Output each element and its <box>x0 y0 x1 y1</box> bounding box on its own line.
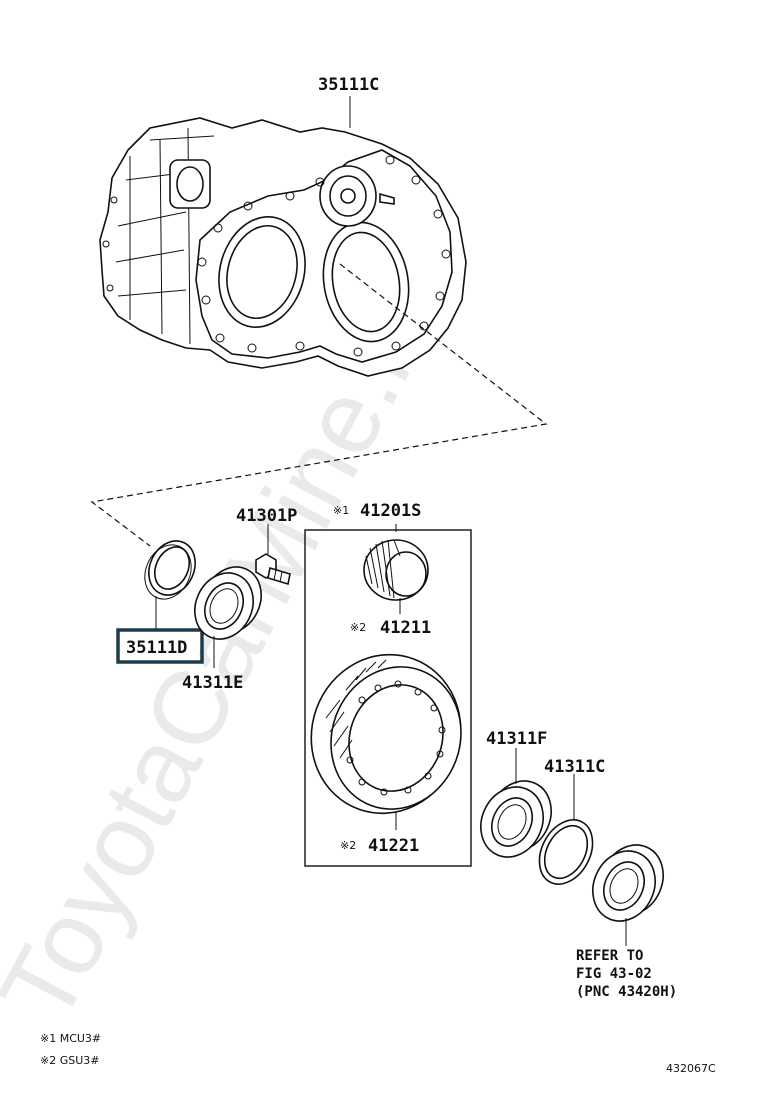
label-41311C[interactable]: 41311C <box>544 757 605 777</box>
label-41221[interactable]: 41221 <box>368 836 419 856</box>
shim[interactable] <box>529 811 603 894</box>
label-41311F[interactable]: 41311F <box>486 729 547 749</box>
footnote-2: ※2 GSU3# <box>40 1054 100 1067</box>
dashed-leader <box>90 263 548 547</box>
ring-gear[interactable] <box>289 634 483 835</box>
gear-kit-box <box>304 529 472 867</box>
transaxle-housing[interactable] <box>99 117 467 377</box>
figure-id: 432067C <box>666 1062 716 1075</box>
refer-line-2: FIG 43-02 <box>576 966 652 982</box>
label-41301P[interactable]: 41301P <box>236 506 297 526</box>
label-41201S[interactable]: 41201S <box>360 501 421 521</box>
label-41211[interactable]: 41211 <box>380 618 431 638</box>
label-41311E[interactable]: 41311E <box>182 673 243 693</box>
watermark-text: ToyotaCarMine.ru <box>0 262 466 1041</box>
highlight-box <box>116 628 204 664</box>
refer-line-3[interactable]: (PNC 43420H) <box>576 984 677 1000</box>
mark-gear-kit: ※1 <box>333 504 349 517</box>
drive-pinion[interactable] <box>363 539 429 601</box>
label-35111D[interactable]: 35111D <box>126 638 187 658</box>
mark-drive-pinion: ※2 <box>350 621 366 634</box>
label-35111C[interactable]: 35111C <box>318 75 379 95</box>
bearing-right[interactable] <box>470 771 563 868</box>
refer-line-1: REFER TO <box>576 948 643 964</box>
plug[interactable] <box>255 553 291 586</box>
referenced-bearing[interactable] <box>582 835 675 932</box>
bearing-left[interactable] <box>184 557 271 648</box>
mark-ring-gear: ※2 <box>340 839 356 852</box>
footnote-1: ※1 MCU3# <box>40 1032 101 1045</box>
